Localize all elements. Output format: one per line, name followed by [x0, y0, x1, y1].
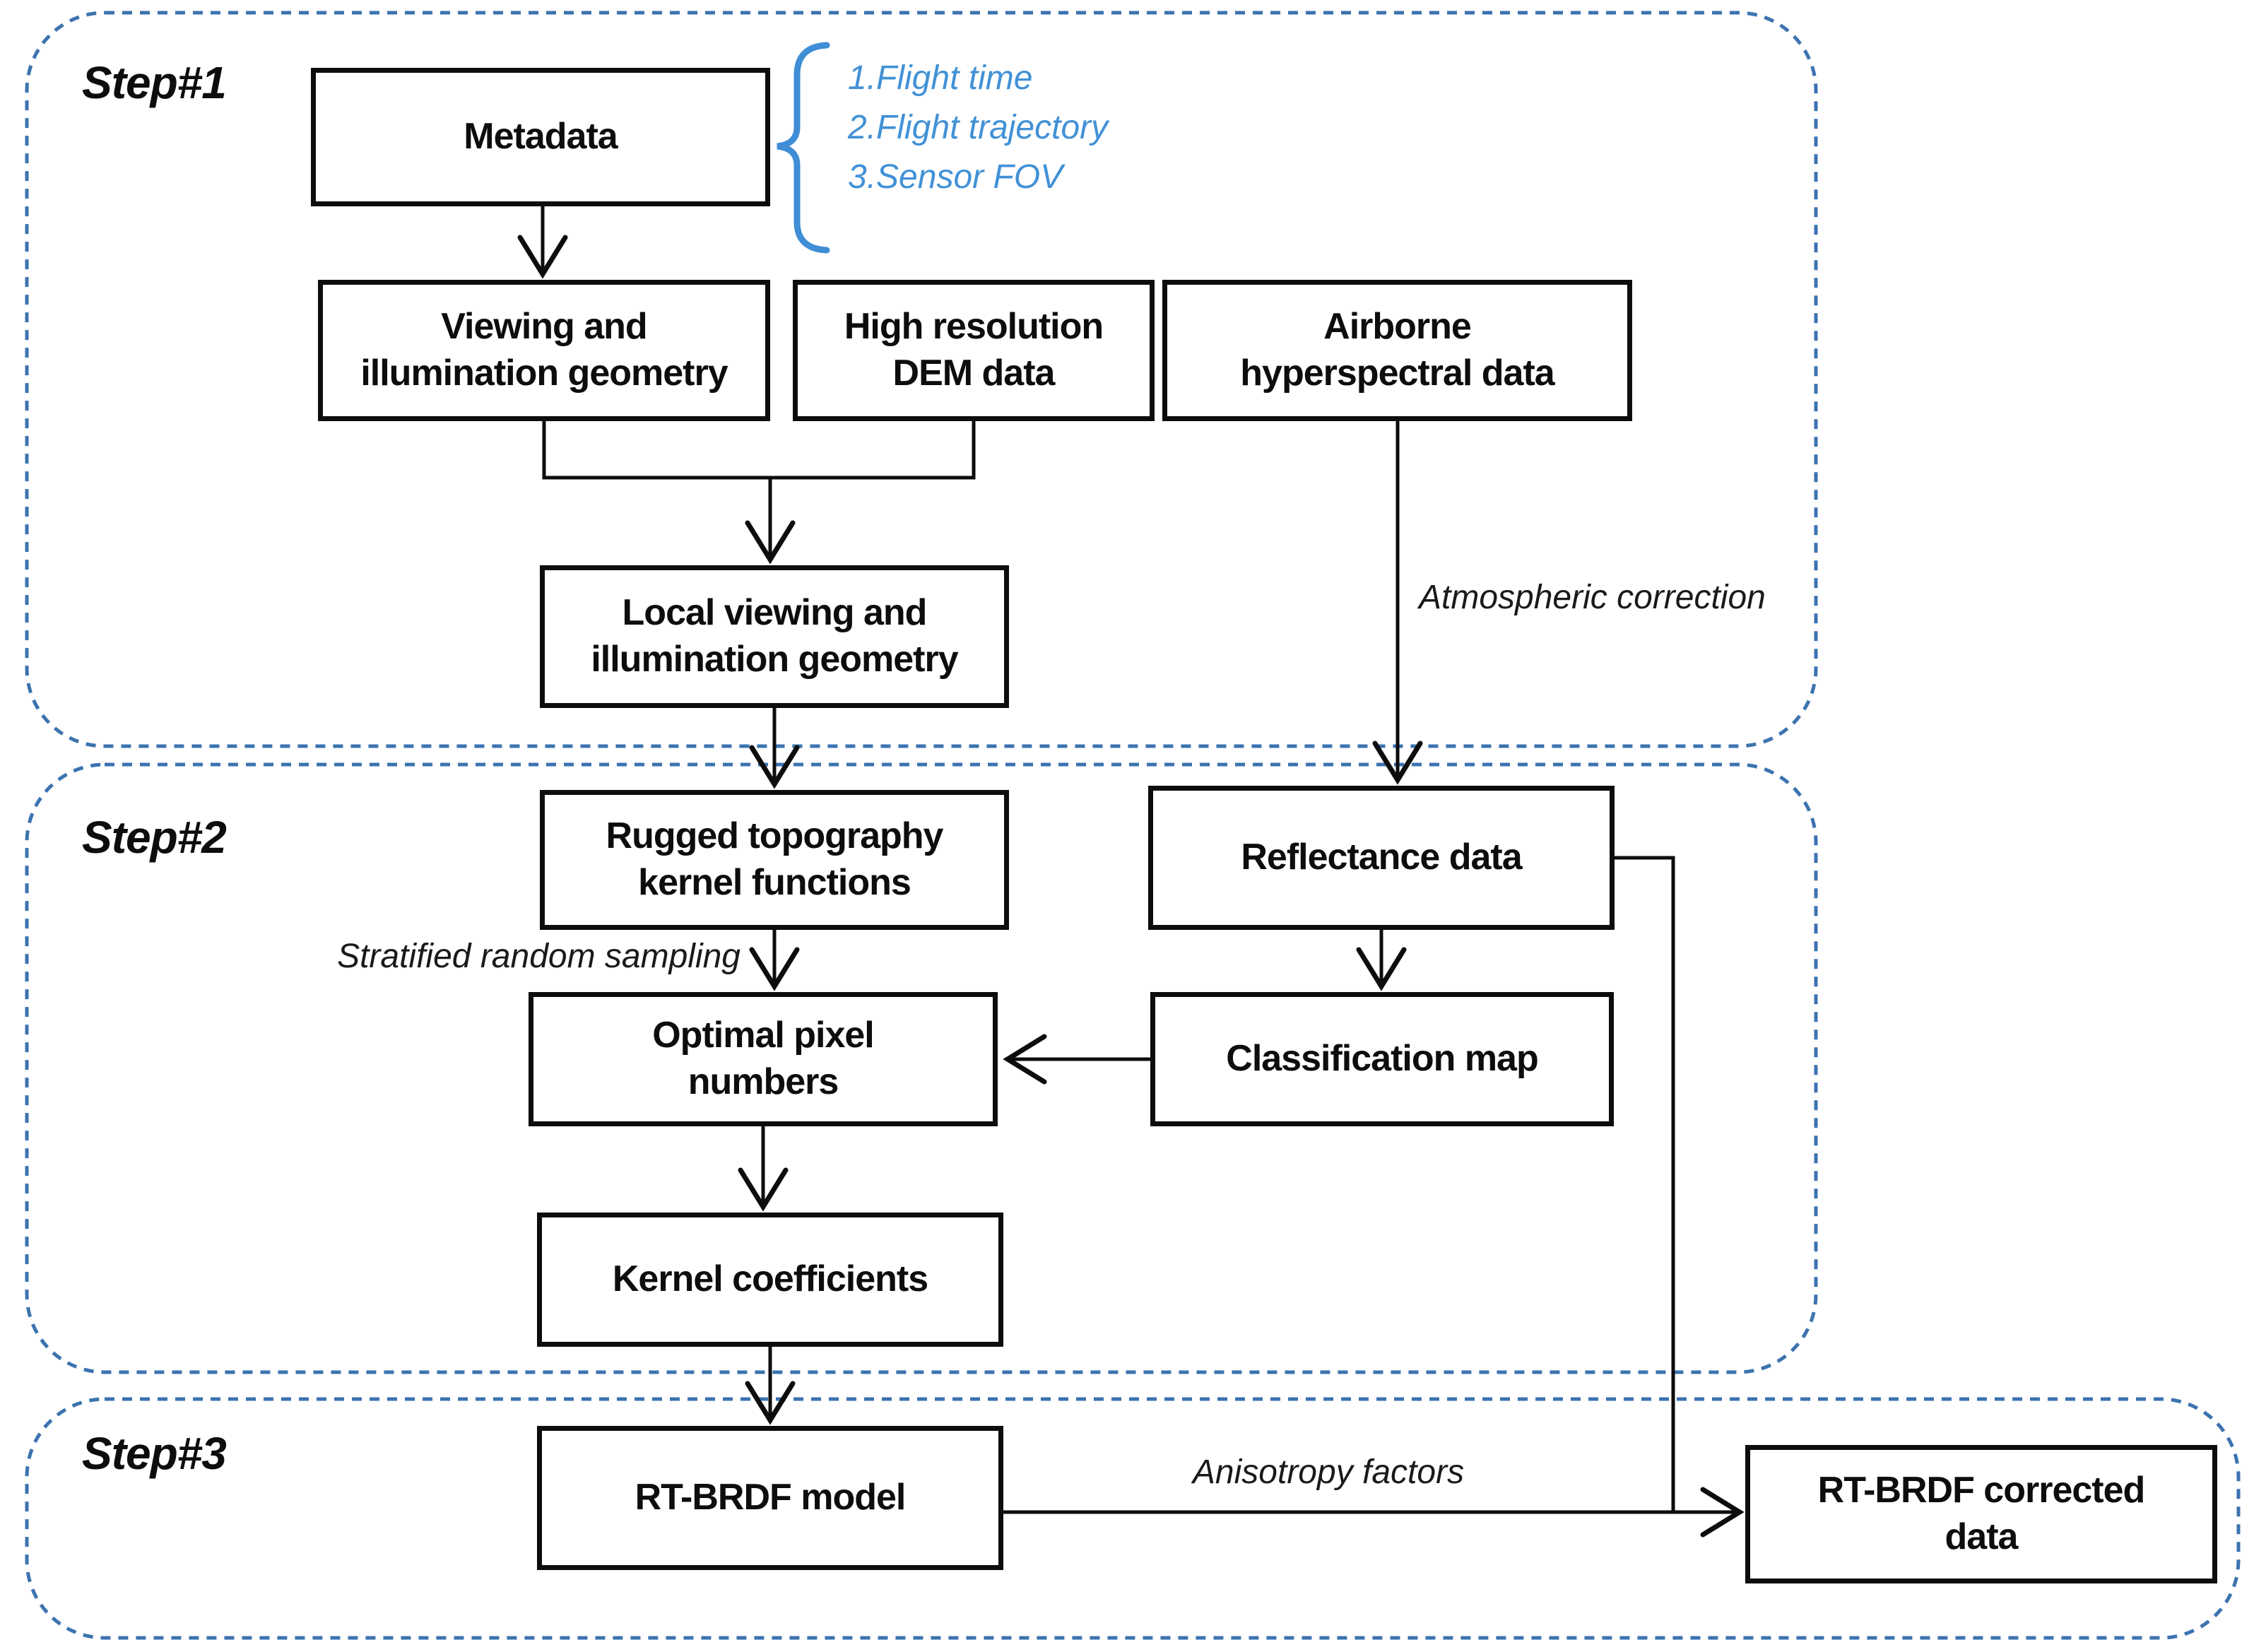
annotation-anisotropy-factors: Anisotropy factors — [1192, 1453, 1465, 1491]
step3-label: Step#3 — [82, 1428, 227, 1479]
node-kernel-label: Kernel coefficients — [612, 1258, 928, 1300]
node-airborne-hyperspectral: Airborne hyperspectral data — [1162, 280, 1632, 421]
node-reflectance-label: Reflectance data — [1241, 837, 1522, 878]
brace-icon — [777, 42, 830, 254]
metadata-item-flight-time: 1.Flight time — [848, 59, 1033, 97]
step2-container — [25, 762, 1818, 1374]
step1-container — [25, 11, 1818, 748]
node-classification-label: Classification map — [1226, 1038, 1538, 1080]
step2-label: Step#2 — [82, 812, 227, 863]
step3-container — [25, 1397, 2241, 1640]
node-local-viewing-geometry: Local viewing and illumination geometry — [540, 565, 1009, 708]
node-dem-label: High resolution DEM data — [844, 306, 1104, 394]
node-rtmodel-label: RT-BRDF model — [635, 1477, 907, 1518]
node-rt-brdf-corrected-data: RT-BRDF corrected data — [1745, 1445, 2217, 1583]
annotation-atmospheric-correction: Atmospheric correction — [1419, 579, 1766, 616]
metadata-item-flight-trajectory: 2.Flight trajectory — [848, 109, 1109, 146]
node-rtcorrected-label: RT-BRDF corrected data — [1817, 1470, 2146, 1557]
connector-viewing-dem-merge — [542, 421, 976, 480]
node-optimal-pixel-numbers: Optimal pixel numbers — [529, 992, 998, 1126]
step1-label: Step#1 — [82, 57, 227, 108]
node-rugged-label: Rugged topography kernel functions — [606, 815, 944, 903]
metadata-item-sensor-fov: 3.Sensor FOV — [848, 158, 1063, 196]
node-metadata-label: Metadata — [464, 116, 618, 158]
node-rugged-topography-kernels: Rugged topography kernel functions — [540, 790, 1009, 930]
annotation-stratified-random-sampling: Stratified random sampling — [337, 938, 740, 975]
node-viewing-label: Viewing and illumination geometry — [360, 306, 728, 394]
metadata-items-list: 1.Flight time 2.Flight trajectory 3.Sens… — [848, 54, 1108, 202]
node-metadata: Metadata — [311, 68, 770, 206]
node-kernel-coefficients: Kernel coefficients — [537, 1213, 1003, 1347]
node-airborne-label: Airborne hyperspectral data — [1240, 306, 1554, 394]
node-high-resolution-dem: High resolution DEM data — [793, 280, 1155, 421]
node-classification-map: Classification map — [1150, 992, 1614, 1126]
connector-reflectance-to-rtcorrected — [1615, 856, 1675, 1512]
node-rt-brdf-model: RT-BRDF model — [537, 1426, 1003, 1570]
node-local-label: Local viewing and illumination geometry — [591, 592, 958, 680]
node-viewing-illumination-geometry: Viewing and illumination geometry — [318, 280, 770, 421]
node-reflectance-data: Reflectance data — [1148, 786, 1615, 930]
node-optimal-label: Optimal pixel numbers — [652, 1015, 875, 1102]
